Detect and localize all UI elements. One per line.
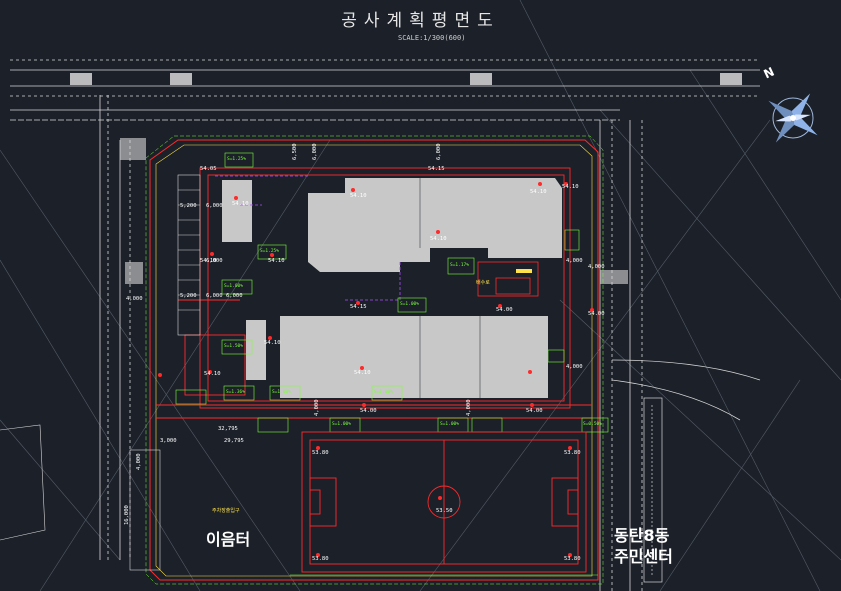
dim-label: 16,000 <box>124 505 130 525</box>
survey-points <box>158 182 594 557</box>
elev-label: 54.15 <box>350 304 367 310</box>
drawing-scale: SCALE:1/300(600) <box>398 34 466 42</box>
elev-label: 54.00 <box>526 408 543 414</box>
elev-label: 54.10 <box>562 184 579 190</box>
slope-label: S=1.00% <box>332 421 351 427</box>
road-network <box>10 59 761 591</box>
dim-label: 6,000 <box>436 143 442 160</box>
site-label-right-line2: 주민센터 <box>614 547 673 566</box>
dim-label: 6,000 <box>206 203 223 209</box>
dim-label: 5,200 <box>180 203 197 209</box>
dim-label: 4,000 <box>314 399 320 416</box>
dim-label: 6,000 <box>206 293 223 299</box>
building-small-west <box>222 180 252 242</box>
crosswalks <box>70 73 742 284</box>
elev-label: 54.10 <box>264 340 281 346</box>
note-labels: 주차장출입구 배수로 <box>212 279 490 514</box>
dim-label: 4,000 <box>466 399 472 416</box>
elev-label: 54.10 <box>530 189 547 195</box>
dim-label: 4,000 <box>588 264 605 270</box>
slope-label: S=1.17% <box>450 262 469 268</box>
elevation-labels: 54.05 54.10 54.10 54.10 54.10 54.15 54.1… <box>200 166 605 562</box>
slope-label: S=1.00% <box>272 389 291 395</box>
parking-stalls <box>177 174 201 336</box>
note-label: 배수로 <box>476 279 490 286</box>
facility-blocks <box>477 261 539 297</box>
elev-label: 54.00 <box>496 307 513 313</box>
purple-lines <box>215 175 401 301</box>
slope-labels: S=1.25% S=1.25% S=1.17% S=1.00% S=1.00% … <box>224 156 602 427</box>
slope-label: S=1.50% <box>224 343 243 349</box>
elev-label: 54.15 <box>428 166 445 172</box>
building-details <box>419 178 481 398</box>
yellow-marker <box>516 269 532 273</box>
slope-label: S=1.00% <box>440 421 459 427</box>
elev-label: 54.10 <box>200 258 217 264</box>
slope-markers <box>175 152 609 433</box>
dim-label: 4,000 <box>566 364 583 370</box>
site-label-right-line1: 동탄8동 <box>614 526 670 545</box>
dim-label: 3,000 <box>160 438 177 444</box>
dim-label: 29,795 <box>224 438 244 444</box>
elev-label: 54.10 <box>350 193 367 199</box>
west-lower-outline <box>0 424 161 571</box>
dimension-labels: 6,500 6,000 6,000 6,000 6,000 5,200 6,00… <box>124 143 605 525</box>
site-boundary <box>145 135 604 585</box>
slope-label: S=1.25% <box>260 248 279 254</box>
elev-label: 53.50 <box>436 508 453 514</box>
dim-label: 4,000 <box>136 453 142 470</box>
elev-label: 54.00 <box>360 408 377 414</box>
soccer-field <box>301 431 587 573</box>
slope-label: S=0.50% <box>583 421 602 427</box>
dim-label: 6,000 <box>226 293 243 299</box>
internal-outlines <box>156 167 592 419</box>
slope-label: S=1.00% <box>224 283 243 289</box>
dim-label: 32,795 <box>218 426 238 432</box>
elev-label: 54.10 <box>204 371 221 377</box>
elev-label: 54.10 <box>232 201 249 207</box>
slope-label: S=1.00% <box>400 301 419 307</box>
buildings <box>222 178 562 398</box>
compass-icon <box>768 93 818 143</box>
building-south <box>280 316 548 398</box>
dim-label: 4,000 <box>566 258 583 264</box>
elev-label: 53.80 <box>564 556 581 562</box>
note-label: 주차장출입구 <box>212 507 240 514</box>
drawing-title: 공사계획평면도 <box>341 11 500 31</box>
elev-label: 54.10 <box>268 258 285 264</box>
building-north <box>308 178 562 272</box>
elev-label: 53.80 <box>312 450 329 456</box>
dim-label: 6,000 <box>206 258 223 264</box>
dim-label: 4,000 <box>126 296 143 302</box>
elev-label: 54.05 <box>200 166 217 172</box>
slope-label: S=1.25% <box>227 156 246 162</box>
elev-label: 54.10 <box>354 370 371 376</box>
dim-label: 6,500 <box>292 143 298 160</box>
slope-label: S=1.00% <box>374 389 393 395</box>
adjacent-building <box>643 397 663 583</box>
dim-label: 5,200 <box>180 293 197 299</box>
elev-label: 54.00 <box>588 311 605 317</box>
elev-label: 53.80 <box>564 450 581 456</box>
slope-label: S=1.36% <box>226 389 245 395</box>
elev-label: 53.80 <box>312 556 329 562</box>
elev-label: 54.10 <box>430 236 447 242</box>
site-label-left: 이음터 <box>206 530 251 549</box>
dim-label: 6,000 <box>312 143 318 160</box>
